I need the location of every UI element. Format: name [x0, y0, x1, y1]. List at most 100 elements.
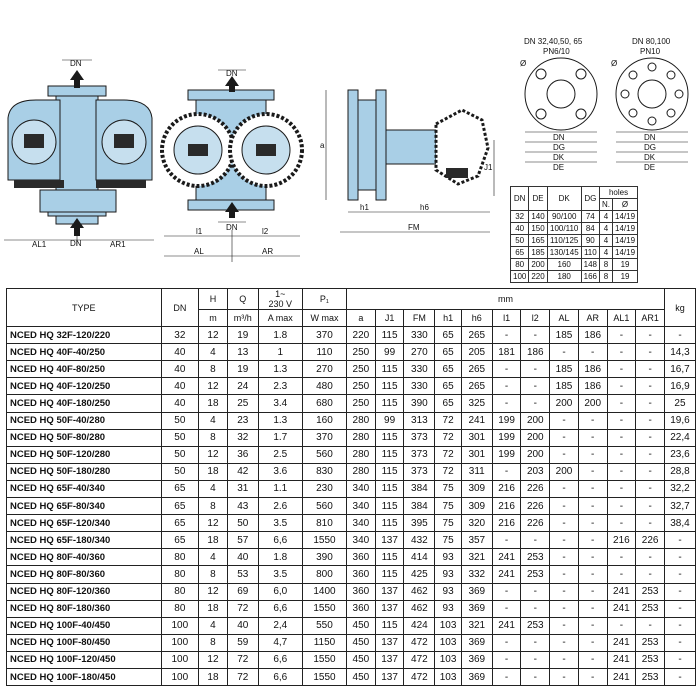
table-cell: - — [577, 565, 608, 584]
flange-table-cell: 40 — [509, 222, 530, 235]
table-cell: 390 — [403, 394, 436, 413]
pump-front-view: DN DN AL1 AR1 — [4, 59, 154, 249]
table-cell: 72 — [226, 650, 259, 669]
table-cell: - — [491, 360, 522, 379]
table-cell: 18 — [198, 531, 228, 550]
table-cell: - — [606, 497, 637, 516]
table-cell: 14,3 — [663, 343, 697, 362]
table-cell: 1.7 — [257, 428, 303, 447]
table-cell: - — [635, 565, 665, 584]
table-cell: 137 — [374, 633, 405, 652]
table-cell: 19 — [226, 326, 259, 345]
table-cell: 65 — [434, 326, 462, 345]
table-cell: 12 — [198, 582, 228, 601]
table-cell: 65 — [160, 514, 200, 533]
table-cell: 321 — [460, 548, 493, 567]
table-cell: 395 — [403, 514, 436, 533]
table-cell: 369 — [460, 650, 493, 669]
table-cell: 115 — [374, 514, 405, 533]
table-cell: - — [577, 599, 608, 618]
table-cell: 226 — [520, 479, 551, 499]
table-cell: 1.3 — [257, 360, 303, 379]
flange-table-cell: 19 — [611, 258, 639, 271]
header-current: 1~ 230 V — [257, 288, 303, 310]
table-cell: - — [635, 616, 665, 635]
table-cell: - — [635, 377, 665, 396]
table-cell: 65 — [434, 394, 462, 413]
table-cell: - — [549, 445, 579, 464]
header-type: TYPE — [6, 287, 162, 328]
table-cell: - — [491, 667, 522, 687]
header-p1-unit: W max — [301, 308, 348, 328]
dn-label-bottom-2: DN — [226, 223, 238, 232]
header-mm: mm — [346, 288, 665, 310]
table-cell: 226 — [520, 497, 551, 516]
table-cell: 200 — [520, 411, 551, 430]
table-cell: 99 — [374, 411, 405, 430]
table-cell: 369 — [460, 633, 493, 652]
table-cell: - — [549, 633, 579, 652]
l1-label: l1 — [196, 227, 203, 236]
table-cell: - — [577, 582, 608, 601]
table-cell: 462 — [403, 599, 436, 618]
table-cell: 560 — [301, 445, 348, 464]
table-cell: 18 — [198, 599, 228, 618]
flange-table-cell: 200 — [528, 258, 548, 271]
table-cell: 18 — [198, 462, 228, 481]
table-cell: 357 — [460, 531, 493, 550]
table-cell: 373 — [403, 428, 436, 447]
table-cell: 40 — [160, 343, 200, 362]
table-cell: 2.6 — [257, 497, 303, 516]
table-cell: 42 — [226, 462, 259, 481]
table-cell: 6,6 — [257, 531, 303, 550]
flange-left-title: DN 32,40,50, 65 — [524, 37, 583, 46]
table-cell: 560 — [301, 497, 348, 516]
table-cell: 1550 — [301, 667, 348, 687]
table-cell: 325 — [460, 394, 493, 413]
dn-label-top: DN — [70, 59, 82, 68]
table-cell: - — [491, 599, 522, 618]
pump-type-cell: NCED HQ 50F-80/280 — [6, 428, 162, 447]
flange-table-cell: 180 — [546, 270, 582, 283]
table-cell: 373 — [403, 445, 436, 464]
table-cell: - — [520, 394, 551, 413]
table-cell: 280 — [346, 428, 376, 447]
flange-right-dk: DK — [644, 153, 656, 162]
pump-dual-motor-view: DN DN l1 l2 AL AR — [160, 69, 304, 262]
table-cell: 186 — [577, 377, 608, 396]
table-cell: - — [606, 616, 637, 635]
table-cell: 115 — [374, 616, 405, 635]
header-dim-j1: J1 — [374, 308, 405, 328]
table-cell: 360 — [346, 548, 376, 567]
table-cell: 280 — [346, 411, 376, 430]
pump-type-cell: NCED HQ 32F-120/220 — [6, 326, 162, 345]
table-cell: 450 — [346, 616, 376, 635]
table-cell: - — [606, 462, 637, 481]
table-cell: 480 — [301, 377, 348, 396]
table-cell: - — [663, 633, 697, 652]
ar1-label: AR1 — [110, 240, 126, 249]
flange-right-dn: DN — [644, 133, 656, 142]
pump-type-cell: NCED HQ 50F-180/280 — [6, 462, 162, 481]
table-cell: 270 — [301, 360, 348, 379]
table-cell: 8 — [198, 428, 228, 447]
table-cell: 1150 — [301, 633, 348, 652]
flange-header-holes: holes — [598, 186, 639, 199]
header-dim-ar: AR — [577, 308, 608, 328]
table-cell: 19 — [226, 360, 259, 379]
table-cell: - — [520, 599, 551, 618]
table-cell: - — [577, 462, 608, 481]
flange-table-cell: 90/100 — [546, 210, 582, 223]
header-q-unit: m³/h — [226, 308, 259, 328]
table-cell: 72 — [434, 462, 462, 481]
table-cell: 6,6 — [257, 667, 303, 687]
table-cell: 40 — [226, 548, 259, 567]
table-cell: - — [663, 565, 697, 584]
table-cell: 241 — [491, 548, 522, 567]
table-cell: - — [577, 411, 608, 430]
table-cell: - — [520, 582, 551, 601]
